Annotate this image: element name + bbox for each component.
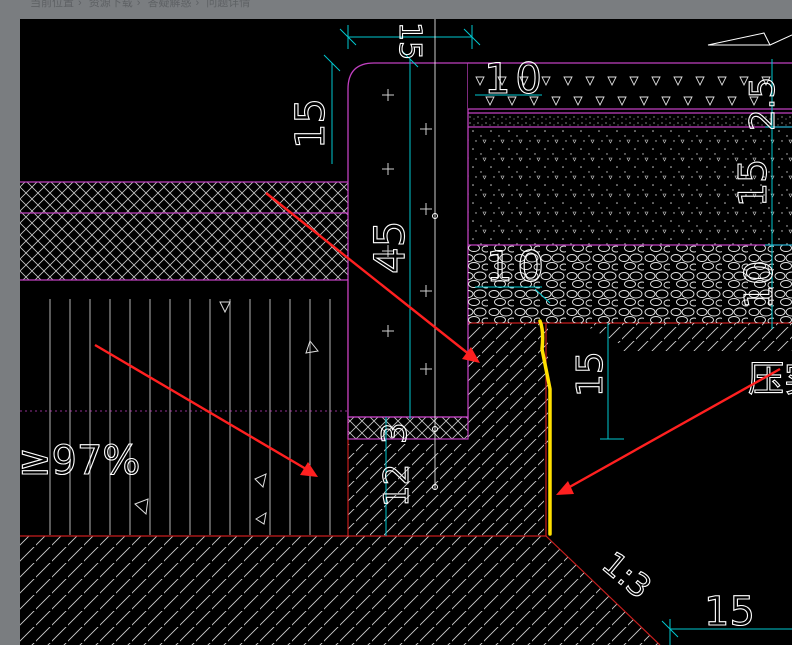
compaction-label: ≥97% [20, 438, 140, 484]
dimension-labels: 15 10 15 45 3 12 10 15 2.5 10 15 15 1:3 … [20, 21, 792, 635]
red-arrows [94, 192, 781, 495]
dim-foundation: 12 [377, 464, 417, 507]
dim-right-a: 2.5 [743, 77, 783, 131]
dim-top: 15 [392, 22, 427, 60]
breadcrumb: 当前位置› 资源下载› 答疑解惑› 问题详情 [30, 0, 254, 9]
dim-left-curb: 15 [288, 98, 334, 149]
dimension-lines [323, 19, 792, 645]
breadcrumb-item[interactable]: 问题详情 [206, 0, 251, 9]
cad-drawing: 15 10 15 45 3 12 10 15 2.5 10 15 15 1:3 … [20, 19, 792, 645]
dim-below-gravel: 15 [570, 351, 611, 397]
left-compacted-soil [20, 299, 350, 535]
dim-curb-height: 45 [365, 221, 414, 274]
dim-cushion: 3 [375, 422, 415, 444]
dim-concrete: 15 [731, 159, 775, 207]
left-crosshatch-layer [20, 181, 348, 281]
arrow-left [94, 343, 318, 477]
yellow-highlight-line [538, 319, 552, 536]
pavement-layers [468, 62, 792, 323]
dim-right-c: 10 [737, 261, 781, 309]
base-diagonal-hatch [20, 280, 792, 645]
dim-bottom-right: 15 [704, 589, 755, 635]
breadcrumb-item[interactable]: 资源下载 [88, 0, 133, 9]
cad-drawing-canvas[interactable]: 15 10 15 45 3 12 10 15 2.5 10 15 15 1:3 … [20, 19, 792, 645]
leader-line [707, 32, 792, 46]
breadcrumb-item[interactable]: 当前位置 [30, 0, 74, 9]
arrow-right [556, 367, 781, 495]
breadcrumb-item[interactable]: 答疑解惑 [147, 0, 192, 9]
partial-label: 压实 [748, 359, 792, 400]
arrow-middle [265, 192, 480, 363]
